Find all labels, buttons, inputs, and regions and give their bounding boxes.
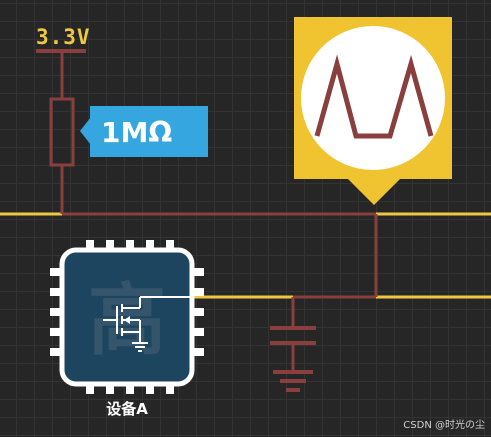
oscilloscope-screen bbox=[301, 26, 445, 170]
chip-pins bbox=[50, 240, 204, 394]
chip-body bbox=[59, 247, 195, 387]
chip-name-label: 设备A bbox=[106, 400, 148, 418]
oscilloscope-callout bbox=[294, 17, 452, 205]
watermark-text: CSDN @时光の尘 bbox=[403, 418, 485, 431]
triangle-wave-icon bbox=[314, 54, 434, 139]
ground-icon bbox=[273, 370, 313, 392]
resistor-value-tag: 1MΩ bbox=[80, 106, 208, 157]
capacitor-icon bbox=[270, 297, 316, 372]
supply-label: 3.3V bbox=[36, 25, 91, 49]
device-chip: 高 bbox=[50, 240, 204, 394]
resistor-value-label: 1MΩ bbox=[101, 116, 172, 149]
resistor-body bbox=[49, 97, 75, 167]
mosfet-icon bbox=[103, 296, 192, 352]
